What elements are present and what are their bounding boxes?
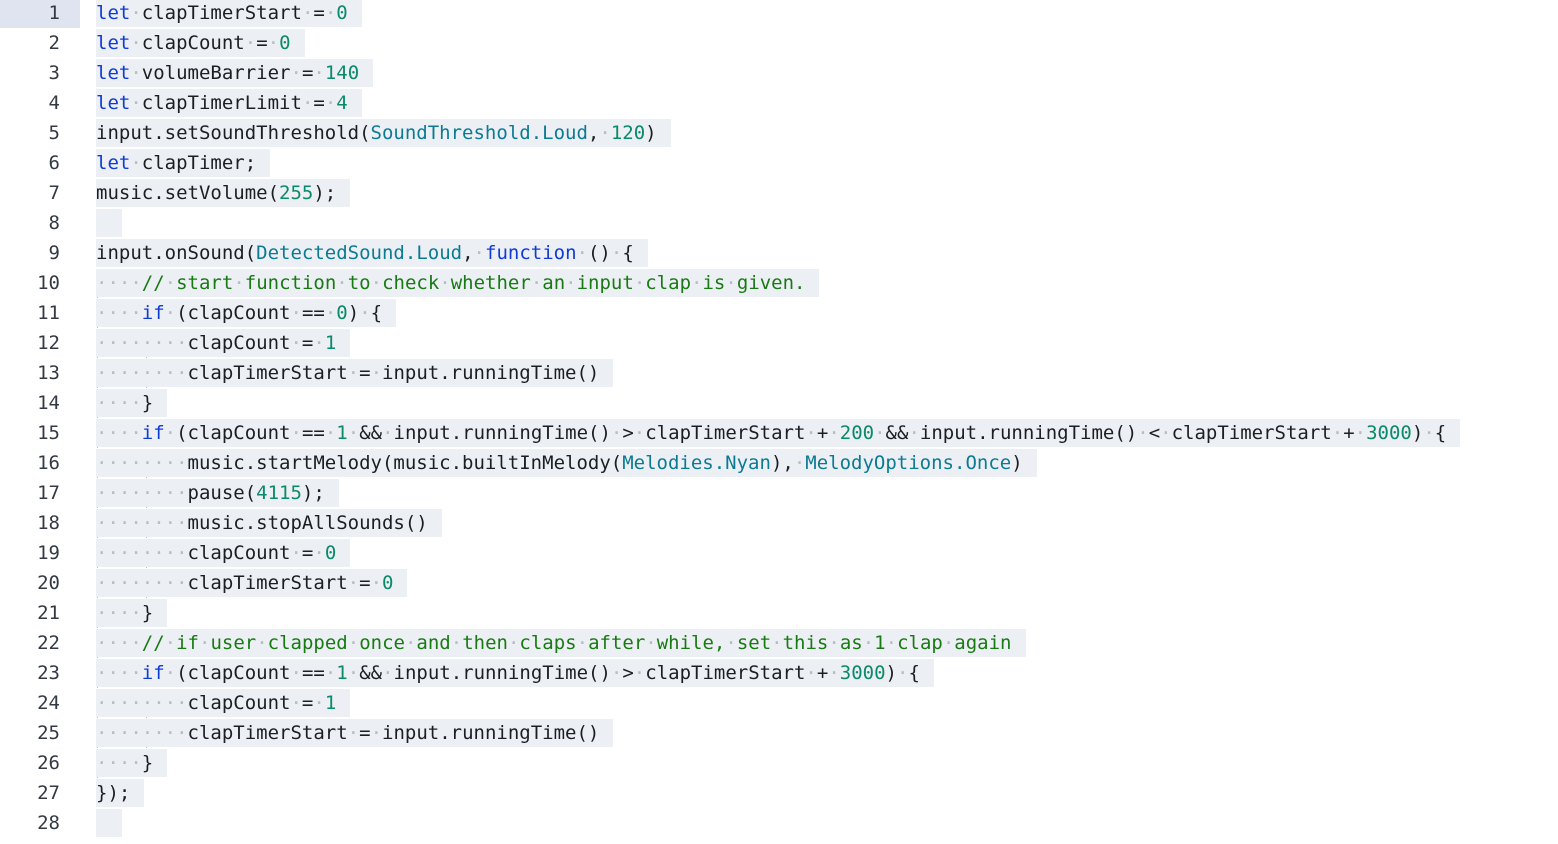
code-text[interactable]: ····} — [96, 389, 168, 417]
line-number: 23 — [37, 662, 60, 684]
code-text[interactable]: ····} — [96, 599, 168, 627]
line-number: 1 — [0, 0, 80, 28]
line-number: 14 — [37, 392, 60, 414]
code-text[interactable]: ········music.startMelody(music.builtInM… — [96, 449, 1037, 477]
line-number: 22 — [37, 632, 60, 654]
code-line[interactable]: 16 ········music.startMelody(music.builtI… — [0, 448, 1558, 478]
line-number: 27 — [37, 782, 60, 804]
code-line[interactable]: 2 let·clapCount·=·0 — [0, 28, 1558, 58]
line-number: 19 — [37, 542, 60, 564]
code-text[interactable] — [96, 209, 122, 237]
line-number: 16 — [37, 452, 60, 474]
code-line[interactable]: 9 input.onSound(DetectedSound.Loud,·funct… — [0, 238, 1558, 268]
code-line[interactable]: 12 ········clapCount·=·1 — [0, 328, 1558, 358]
line-number: 9 — [48, 242, 60, 264]
code-text[interactable]: ········clapCount·=·1 — [96, 329, 351, 357]
code-line[interactable]: 4 let·clapTimerLimit·=·4 — [0, 88, 1558, 118]
code-text[interactable]: ····//·if·user·clapped·once·and·then·cla… — [96, 629, 1026, 657]
code-text[interactable]: let·clapCount·=·0 — [96, 29, 305, 57]
line-number-gutter[interactable] — [0, 0, 80, 844]
code-text[interactable]: ········clapTimerStart·=·0 — [96, 569, 408, 597]
code-text[interactable]: input.onSound(DetectedSound.Loud,·functi… — [96, 239, 648, 267]
line-number: 17 — [37, 482, 60, 504]
line-number: 11 — [37, 302, 60, 324]
code-line[interactable]: 5 input.setSoundThreshold(SoundThreshold.… — [0, 118, 1558, 148]
code-line[interactable]: 26 ····} — [0, 748, 1558, 778]
code-text[interactable]: ········clapCount·=·1 — [96, 689, 351, 717]
code-text[interactable]: ····} — [96, 749, 168, 777]
code-line[interactable]: 7 music.setVolume(255); — [0, 178, 1558, 208]
line-number: 4 — [48, 92, 60, 114]
line-number: 15 — [37, 422, 60, 444]
line-number: 26 — [37, 752, 60, 774]
code-text[interactable]: ········clapTimerStart·=·input.runningTi… — [96, 719, 614, 747]
code-line[interactable]: 15 ····if·(clapCount·==·1·&&·input.runnin… — [0, 418, 1558, 448]
line-number: 13 — [37, 362, 60, 384]
code-line[interactable]: 10 ····//·start·function·to·check·whether… — [0, 268, 1558, 298]
code-line[interactable]: 20 ········clapTimerStart·=·0 — [0, 568, 1558, 598]
code-line[interactable]: 23 ····if·(clapCount·==·1·&&·input.runnin… — [0, 658, 1558, 688]
code-text[interactable]: ········clapTimerStart·=·input.runningTi… — [96, 359, 614, 387]
line-number: 2 — [48, 32, 60, 54]
code-line[interactable]: 17 ········pause(4115); — [0, 478, 1558, 508]
code-text[interactable]: ····//·start·function·to·check·whether·a… — [96, 269, 820, 297]
code-line[interactable]: 24 ········clapCount·=·1 — [0, 688, 1558, 718]
code-text[interactable]: let·clapTimer; — [96, 149, 271, 177]
code-line[interactable]: 22 ····//·if·user·clapped·once·and·then·c… — [0, 628, 1558, 658]
line-number: 6 — [48, 152, 60, 174]
code-line[interactable]: 3 let·volumeBarrier·=·140 — [0, 58, 1558, 88]
code-line[interactable]: 8 — [0, 208, 1558, 238]
line-number: 21 — [37, 602, 60, 624]
line-number: 3 — [48, 62, 60, 84]
line-number: 20 — [37, 572, 60, 594]
code-line[interactable]: 18 ········music.stopAllSounds() — [0, 508, 1558, 538]
code-text[interactable]: ····if·(clapCount·==·1·&&·input.runningT… — [96, 659, 934, 687]
code-text[interactable]: ········clapCount·=·0 — [96, 539, 351, 567]
code-text[interactable]: let·clapTimerLimit·=·4 — [96, 89, 362, 117]
line-number: 8 — [48, 212, 60, 234]
code-text[interactable]: ····if·(clapCount·==·1·&&·input.runningT… — [96, 419, 1461, 447]
line-number: 25 — [37, 722, 60, 744]
code-text[interactable]: ········pause(4115); — [96, 479, 339, 507]
code-text[interactable]: input.setSoundThreshold(SoundThreshold.L… — [96, 119, 671, 147]
line-number: 28 — [37, 812, 60, 834]
code-text[interactable]: ········music.stopAllSounds() — [96, 509, 442, 537]
code-text[interactable]: ····if·(clapCount·==·0)·{ — [96, 299, 397, 327]
line-number: 7 — [48, 182, 60, 204]
line-number: 5 — [48, 122, 60, 144]
code-text[interactable]: music.setVolume(255); — [96, 179, 351, 207]
code-text[interactable]: }); — [96, 779, 145, 807]
line-number: 18 — [37, 512, 60, 534]
code-line[interactable]: 6 let·clapTimer; — [0, 148, 1558, 178]
code-line[interactable]: 25 ········clapTimerStart·=·input.running… — [0, 718, 1558, 748]
code-line[interactable]: 14 ····} — [0, 388, 1558, 418]
code-text[interactable]: let·clapTimerStart·=·0 — [96, 0, 362, 27]
line-number: 10 — [37, 272, 60, 294]
code-line[interactable]: 21 ····} — [0, 598, 1558, 628]
code-line[interactable]: 19 ········clapCount·=·0 — [0, 538, 1558, 568]
line-number: 12 — [37, 332, 60, 354]
code-text[interactable]: let·volumeBarrier·=·140 — [96, 59, 374, 87]
code-line[interactable]: 13 ········clapTimerStart·=·input.running… — [0, 358, 1558, 388]
code-line[interactable]: 11 ····if·(clapCount·==·0)·{ — [0, 298, 1558, 328]
code-text[interactable] — [96, 809, 122, 837]
line-number: 24 — [37, 692, 60, 714]
code-line[interactable]: 28 — [0, 808, 1558, 838]
code-line[interactable]: 27}); — [0, 778, 1558, 808]
code-line[interactable]: 1 let·clapTimerStart·=·0 — [0, 0, 1558, 28]
